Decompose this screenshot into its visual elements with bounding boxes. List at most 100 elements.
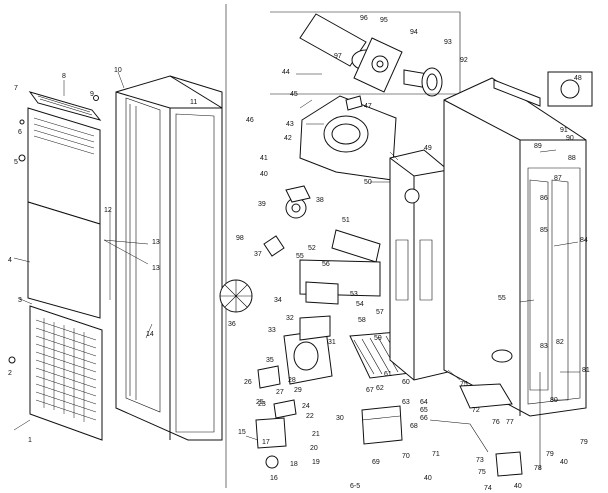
callout-67: 67 xyxy=(366,387,374,394)
callout-29: 29 xyxy=(294,387,302,394)
callout-43: 43 xyxy=(286,121,294,128)
callout-27: 27 xyxy=(276,389,284,396)
callout-labels: 1 2 3 4 5 6 7 8 9 10 11 12 13 13 14 15 1… xyxy=(8,15,590,492)
callout-2: 2 xyxy=(8,370,12,377)
callout-74: 74 xyxy=(484,485,492,492)
callout-97: 97 xyxy=(334,53,342,60)
callout-62: 62 xyxy=(376,385,384,392)
callout-87: 87 xyxy=(554,175,562,182)
callout-94: 94 xyxy=(410,29,418,36)
callout-13a: 13 xyxy=(152,239,160,246)
callout-76: 76 xyxy=(492,419,500,426)
callout-21: 21 xyxy=(312,431,320,438)
callout-38: 38 xyxy=(316,197,324,204)
callout-12: 12 xyxy=(104,207,112,214)
callout-23: 23 xyxy=(258,401,266,408)
callout-93: 93 xyxy=(444,39,452,46)
callout-14: 14 xyxy=(146,331,154,338)
callout-55a: 55 xyxy=(296,253,304,260)
callout-95: 95 xyxy=(380,17,388,24)
callout-91: 91 xyxy=(560,127,568,134)
callout-9: 9 xyxy=(90,91,94,98)
callout-82: 82 xyxy=(556,339,564,346)
callout-89: 89 xyxy=(534,143,542,150)
callout-51: 51 xyxy=(342,217,350,224)
callout-80: 80 xyxy=(550,397,558,404)
callout-73: 73 xyxy=(476,457,484,464)
callout-61: 61 xyxy=(384,371,392,378)
callout-54: 54 xyxy=(356,301,364,308)
callout-41: 41 xyxy=(260,155,268,162)
callout-22: 22 xyxy=(306,413,314,420)
callout-98: 98 xyxy=(236,235,244,242)
callout-65: 65 xyxy=(420,407,428,414)
callout-40d: 40 xyxy=(514,483,522,490)
heat-exchanger xyxy=(389,149,449,381)
callout-15: 15 xyxy=(238,429,246,436)
callout-63: 63 xyxy=(402,399,410,406)
callout-36: 36 xyxy=(228,321,236,328)
callout-52: 52 xyxy=(308,245,316,252)
callout-75a: 75 xyxy=(478,469,486,476)
gas-valve-assembly xyxy=(257,315,333,389)
callout-46: 46 xyxy=(246,117,254,124)
callout-28: 28 xyxy=(288,377,296,384)
callout-96: 96 xyxy=(360,15,368,22)
callout-92: 92 xyxy=(460,57,468,64)
callout-79b: 79 xyxy=(580,439,588,446)
fan-motor-assembly xyxy=(219,185,311,313)
callout-86: 86 xyxy=(540,195,548,202)
callout-84: 84 xyxy=(580,237,588,244)
callout-50: 50 xyxy=(364,179,372,186)
callout-39: 39 xyxy=(258,201,266,208)
leader-lines xyxy=(13,71,580,441)
callout-18: 18 xyxy=(290,461,298,468)
callout-72: 72 xyxy=(472,407,480,414)
burner-tube-assembly xyxy=(270,11,461,97)
callout-42: 42 xyxy=(284,135,292,142)
figure-reference: 6-5 xyxy=(350,483,360,490)
callout-31: 31 xyxy=(328,339,336,346)
callout-17: 17 xyxy=(262,439,270,446)
callout-30: 30 xyxy=(336,415,344,422)
callout-8: 8 xyxy=(62,73,66,80)
callout-68: 68 xyxy=(410,423,418,430)
callout-49: 49 xyxy=(424,145,432,152)
callout-90: 90 xyxy=(566,135,574,142)
callout-34: 34 xyxy=(274,297,282,304)
lower-controls xyxy=(255,399,297,469)
callout-88: 88 xyxy=(568,155,576,162)
callout-6: 6 xyxy=(18,129,22,136)
callout-5: 5 xyxy=(14,159,18,166)
callout-35: 35 xyxy=(266,357,274,364)
callout-70: 70 xyxy=(402,453,410,460)
callout-24: 24 xyxy=(302,403,310,410)
callout-40b: 40 xyxy=(424,475,432,482)
callout-7: 7 xyxy=(14,85,18,92)
callout-40c: 40 xyxy=(560,459,568,466)
callout-20: 20 xyxy=(310,445,318,452)
callout-77: 77 xyxy=(506,419,514,426)
callout-47: 47 xyxy=(364,103,372,110)
callout-58: 58 xyxy=(358,317,366,324)
callout-66: 66 xyxy=(420,415,428,422)
callout-10: 10 xyxy=(114,67,122,74)
callout-19: 19 xyxy=(312,459,320,466)
callout-64: 64 xyxy=(420,399,428,406)
callout-4: 4 xyxy=(8,257,12,264)
callout-3: 3 xyxy=(18,297,22,304)
callout-59: 59 xyxy=(374,335,382,342)
callout-56: 56 xyxy=(322,261,330,268)
callout-85: 85 xyxy=(540,227,548,234)
callout-60: 60 xyxy=(402,379,410,386)
callout-40a: 40 xyxy=(260,171,268,178)
callout-44: 44 xyxy=(282,69,290,76)
callout-57: 57 xyxy=(376,309,384,316)
callout-48: 48 xyxy=(574,75,582,82)
callout-69: 69 xyxy=(372,459,380,466)
gas-valve xyxy=(361,405,403,445)
callout-26: 26 xyxy=(244,379,252,386)
front-panel-assembly xyxy=(8,91,103,441)
callout-32: 32 xyxy=(286,315,294,322)
